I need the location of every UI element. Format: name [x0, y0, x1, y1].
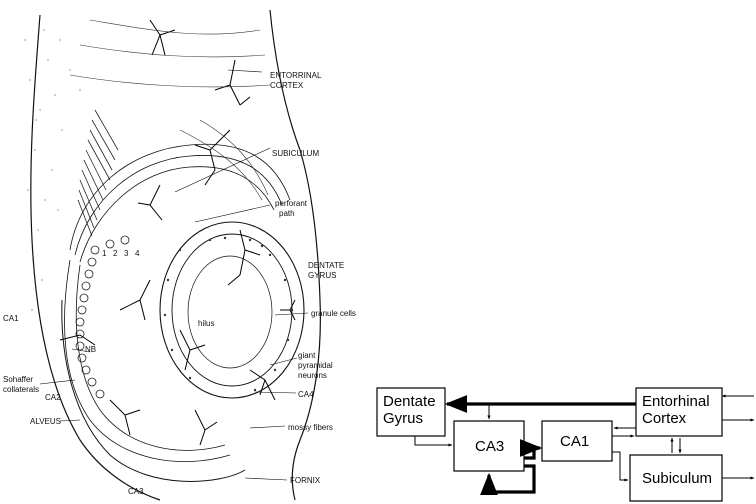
box-dentate-gyrus: Dentate Gyrus	[377, 388, 445, 436]
arrow-ca3-to-ca1	[524, 448, 540, 458]
label-schaffer-2: collaterals	[3, 385, 39, 394]
label-giant-2: pyramidal	[298, 361, 333, 370]
label-giant-1: giant	[298, 351, 316, 360]
subiculum-label: Subiculum	[642, 470, 712, 487]
dentate-label-1: Dentate	[383, 393, 436, 410]
label-perforant-1: perforant	[275, 199, 308, 208]
leader-lines	[40, 70, 308, 480]
circuit-block-diagram: Dentate Gyrus CA3 CA1 Entorhinal Cortex …	[377, 388, 754, 501]
label-num-2: 2	[113, 249, 118, 258]
neuron-dendrites	[60, 20, 295, 445]
label-ca2: CA2	[45, 393, 61, 402]
fiber-tract-lines	[70, 20, 270, 200]
box-ca1: CA1	[542, 421, 612, 461]
label-dentate-2: GYRUS	[308, 271, 336, 280]
label-ca4: CA4	[298, 390, 314, 399]
label-alveus: ALVEUS	[30, 417, 61, 426]
label-subiculum: SUBICULUM	[272, 149, 319, 158]
dentate-inner-ring	[172, 234, 292, 386]
label-dentate-1: DENTATE	[308, 261, 344, 270]
box-ca3: CA3	[454, 421, 524, 471]
ca1-label: CA1	[560, 433, 589, 450]
label-entorhinal-1: ENTORRINAL	[270, 71, 322, 80]
label-mossy-fibers: mossy fibers	[288, 423, 333, 432]
label-hilus: hilus	[198, 319, 214, 328]
box-entorhinal-cortex: Entorhinal Cortex	[636, 388, 722, 436]
label-ca3: CA3	[128, 487, 144, 496]
label-nb: NB	[85, 345, 96, 354]
label-giant-3: neurons	[298, 371, 327, 380]
arrow-dg-to-ca3	[415, 436, 452, 445]
label-granule-cells: granule cells	[311, 309, 356, 318]
stipple-region	[24, 29, 80, 310]
arrow-ca1-to-sub	[612, 452, 628, 480]
hilus-ring	[188, 256, 272, 368]
hatched-region	[78, 110, 118, 236]
label-ca1: CA1	[3, 314, 19, 323]
label-perforant-2: path	[279, 209, 295, 218]
box-subiculum: Subiculum	[630, 455, 722, 501]
entorhinal-label-2: Cortex	[642, 410, 687, 427]
entorhinal-label-1: Entorhinal	[642, 393, 710, 410]
label-num-3: 3	[124, 249, 129, 258]
dentate-label-2: Gyrus	[383, 410, 423, 427]
label-entorhinal-2: CORTEX	[270, 81, 304, 90]
hippocampus-illustration: ENTORRINAL CORTEX SUBICULUM perforant pa…	[3, 10, 356, 500]
label-fornix: FORNIX	[290, 476, 321, 485]
label-num-1: 1	[102, 249, 107, 258]
ca3-label: CA3	[475, 438, 504, 455]
pyramidal-cell-chain	[76, 236, 129, 398]
layer-arcs	[65, 144, 290, 461]
label-num-4: 4	[135, 249, 140, 258]
label-schaffer-1: Sohaffer	[3, 375, 33, 384]
